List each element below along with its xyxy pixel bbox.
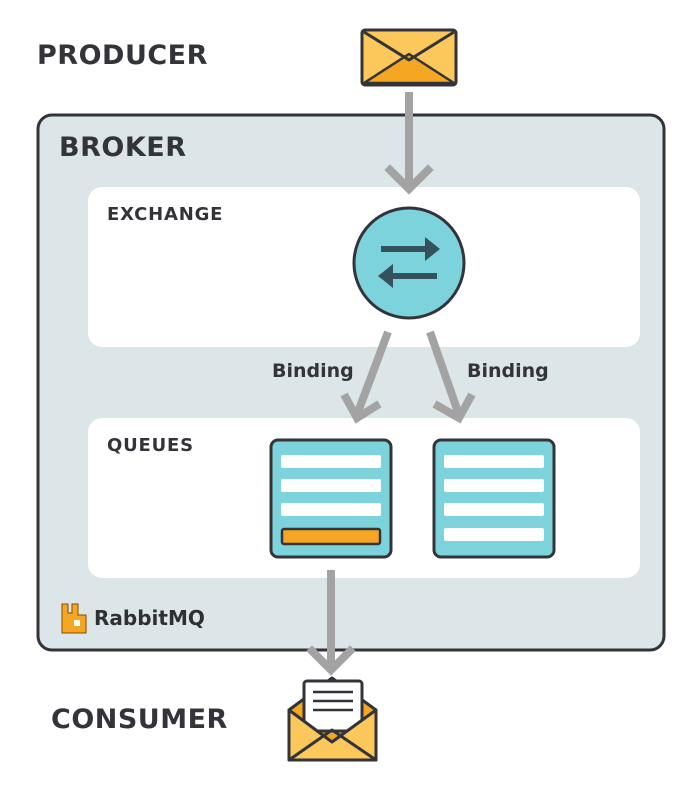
arrow-producer-to-exchange — [384, 92, 434, 195]
queue-2-slot — [444, 455, 544, 468]
queue-1-slot — [281, 503, 381, 516]
swap-arrows-icon — [352, 206, 466, 320]
queue-1 — [269, 438, 393, 559]
open-envelope-icon — [287, 676, 378, 762]
brand-label: RabbitMQ — [94, 606, 205, 630]
arrow-binding-right — [426, 330, 476, 424]
queue-1-message — [280, 527, 382, 546]
consumer-label: CONSUMER — [51, 704, 228, 735]
queue-2 — [432, 438, 556, 559]
rabbitmq-logo-icon — [61, 603, 87, 634]
queue-2-slot — [444, 503, 544, 516]
queue-2-slot — [444, 528, 544, 541]
arrow-binding-left — [340, 330, 392, 424]
queues-label: QUEUES — [107, 435, 194, 456]
exchange-label: EXCHANGE — [107, 204, 224, 225]
binding-label-right: Binding — [467, 360, 549, 382]
queue-1-slot — [281, 479, 381, 492]
producer-label: PRODUCER — [37, 40, 208, 71]
arrow-queue-to-consumer — [306, 570, 356, 676]
binding-label-left: Binding — [272, 360, 354, 382]
queue-2-slot — [444, 479, 544, 492]
envelope-icon — [360, 28, 458, 87]
queue-1-slot — [281, 455, 381, 468]
broker-label: BROKER — [59, 132, 187, 163]
